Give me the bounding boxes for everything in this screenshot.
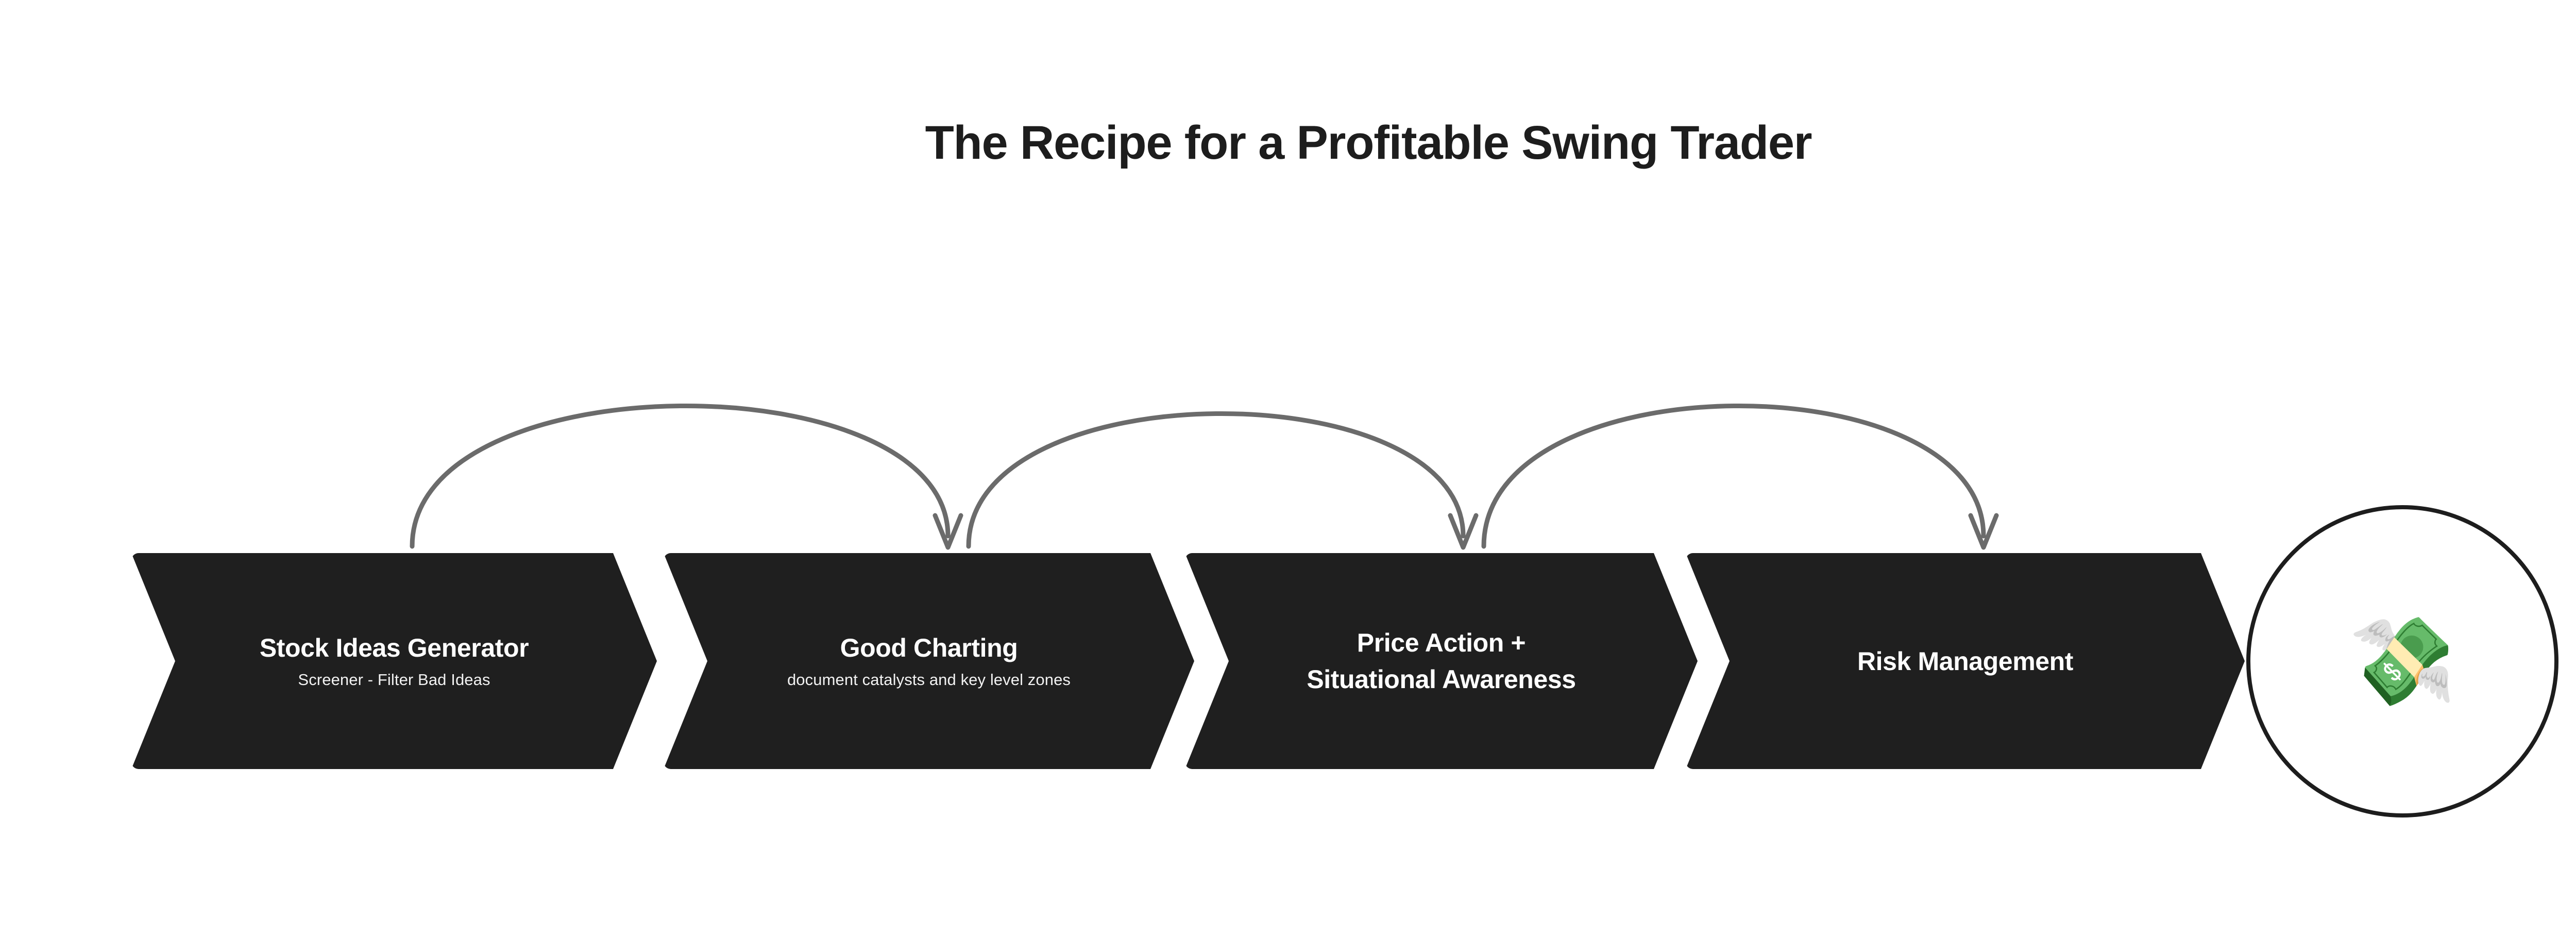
- flow-step-subtitle: document catalysts and key level zones: [787, 670, 1071, 689]
- flow-step-title: Stock Ideas Generator: [259, 633, 529, 662]
- outcome-medallion: 💸: [2246, 505, 2558, 817]
- flow-step-content: Good Charting document catalysts and key…: [664, 633, 1194, 689]
- flow-step-price-action-situational-awareness[interactable]: Price Action + Situational Awareness: [1185, 553, 1698, 769]
- process-flow: Stock Ideas Generator Screener - Filter …: [0, 553, 2576, 769]
- money-with-wings-icon: 💸: [2348, 613, 2456, 710]
- connector-arc-1: [410, 404, 963, 550]
- connector-arc-2: [966, 411, 1479, 550]
- connector-arc-3: [1481, 403, 1999, 550]
- flow-step-stock-ideas-generator[interactable]: Stock Ideas Generator Screener - Filter …: [131, 553, 657, 769]
- page-title: The Recipe for a Profitable Swing Trader: [925, 116, 1812, 169]
- flow-step-title: Price Action + Situational Awareness: [1307, 628, 1576, 694]
- flow-step-content: Stock Ideas Generator Screener - Filter …: [131, 633, 657, 689]
- flow-step-good-charting[interactable]: Good Charting document catalysts and key…: [664, 553, 1194, 769]
- flow-step-content: Price Action + Situational Awareness: [1185, 625, 1698, 698]
- flow-step-title: Risk Management: [1857, 646, 2074, 676]
- flow-step-content: Risk Management: [1686, 646, 2245, 676]
- flow-step-title: Good Charting: [840, 633, 1018, 662]
- flow-step-risk-management[interactable]: Risk Management: [1686, 553, 2245, 769]
- flow-step-subtitle: Screener - Filter Bad Ideas: [298, 670, 490, 689]
